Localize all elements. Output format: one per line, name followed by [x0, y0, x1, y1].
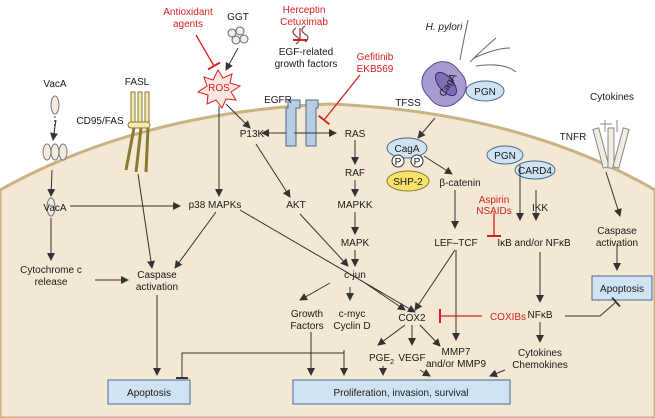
growth-factors-label: Growth [291, 309, 323, 320]
vaca-ext-label: VacA [43, 79, 66, 90]
cd95-label: CD95/FAS [76, 116, 124, 127]
egf-label: EGF-related [279, 47, 333, 58]
ekb569-label: EKB569 [357, 64, 394, 75]
tnfr-receptor-icon [592, 120, 630, 169]
mmp9-label: and/or MMP9 [426, 359, 486, 370]
p38-label: p38 MAPKs [189, 200, 242, 211]
card4-label: CARD4 [518, 166, 552, 177]
tnfr-label: TNFR [560, 132, 587, 143]
egfr-label: EGFR [264, 95, 292, 106]
egf-ligand-icon [292, 25, 309, 45]
raf-label: RAF [345, 168, 365, 179]
cmyc-label: c-myc [339, 309, 366, 320]
egf-label-2: growth factors [275, 59, 338, 70]
caspase-left-label: Caspase [137, 270, 177, 281]
antioxidant-label: Antioxidant [163, 7, 213, 18]
beta-catenin-label: β-catenin [439, 178, 480, 189]
caspase-left-label-2: activation [136, 282, 178, 293]
apoptosis-left-box [107, 379, 191, 405]
pgn-ext-shape [465, 80, 505, 102]
coxibs-label: COXIBs [490, 312, 526, 323]
ros-burst [196, 68, 242, 109]
phospho-left-label: P [395, 157, 402, 168]
cyclin-d-label: Cyclin D [333, 321, 370, 332]
aspirin-label: Aspirin [479, 195, 510, 206]
proliferation-box [292, 379, 511, 405]
card4-shape [514, 160, 556, 180]
nsaids-label: NSAIDs [476, 206, 512, 217]
vaca-in-label: VacA [43, 203, 66, 214]
h-pylori-label: H. pylori [426, 22, 463, 33]
vaca-dotted-arrow [53, 115, 56, 141]
caspase-right-label: Caspase [597, 226, 637, 237]
pgn-intracellular-shape [486, 145, 524, 165]
p13k-label: P13K [240, 129, 265, 140]
shp2-shape [386, 170, 430, 192]
cytokines-ext-label: Cytokines [590, 92, 634, 103]
pge-text: PGE [369, 353, 390, 364]
growth-factors-label-2: Factors [290, 321, 323, 332]
gefitinib-label: Gefitinib [357, 52, 394, 63]
proliferation-label: Proliferation, invasion, survival [333, 388, 468, 399]
feedback-inhibition-lines [176, 296, 621, 379]
phospho-right-shape [410, 154, 424, 168]
lef-tcf-label: LEF–TCF [434, 238, 477, 249]
cjun-label: c-jun [344, 270, 366, 281]
ikk-label: IKK [532, 203, 548, 214]
vegf-label: VEGF [398, 353, 425, 364]
apoptosis-right-label: Apoptosis [600, 284, 644, 295]
pgn-ext-label: PGN [474, 87, 496, 98]
cox2-label: COX2 [398, 313, 426, 324]
cytochrome-label: Cytochrome c [20, 265, 82, 276]
akt-label: AKT [286, 200, 305, 211]
herceptin-label: Herceptin [283, 5, 326, 16]
ikb-label: IκB and/or NFκB [497, 238, 571, 249]
activation-arrows [47, 47, 622, 378]
cytokines-in-label: Cytokines [518, 348, 562, 359]
cytochrome-label-2: release [35, 277, 68, 288]
fas-receptor-icon [124, 91, 151, 173]
nfkb-label: NFκB [528, 310, 553, 321]
caspase-right-label-2: activation [596, 238, 638, 249]
inhibition-lines [195, 28, 501, 323]
cetuximab-label: Cetuximab [280, 17, 328, 28]
apoptosis-left-label: Apoptosis [127, 388, 171, 399]
phospho-left-shape [391, 154, 405, 168]
caga-in-label: CagA [394, 144, 419, 155]
antioxidant-label-2: agents [173, 19, 203, 30]
mapkk-label: MAPKK [337, 200, 372, 211]
caga-intracellular-shape [386, 137, 428, 159]
vaca-toxin-icon [42, 95, 68, 217]
h-pylori-bacterium [421, 19, 517, 107]
fasl-label: FASL [125, 77, 150, 88]
tfss-label: TFSS [395, 98, 421, 109]
mapk-label: MAPK [341, 238, 370, 249]
phospho-right-label: P [414, 157, 421, 168]
apoptosis-right-box [591, 275, 653, 301]
pgn-in-label: PGN [494, 151, 516, 162]
mmp7-label: MMP7 [442, 347, 471, 358]
ros-label: ROS [208, 83, 230, 94]
pge2-label: PGE2 [369, 353, 394, 366]
pge-subscript: 2 [390, 359, 394, 366]
chemokines-label: Chemokines [512, 360, 568, 371]
ras-label: RAS [345, 129, 366, 140]
egfr-receptor-icon [285, 99, 319, 147]
ggt-icon [227, 26, 249, 45]
ggt-label: GGT [227, 12, 249, 23]
caga-ext-shape [435, 71, 457, 97]
shp2-label: SHP-2 [393, 177, 423, 188]
